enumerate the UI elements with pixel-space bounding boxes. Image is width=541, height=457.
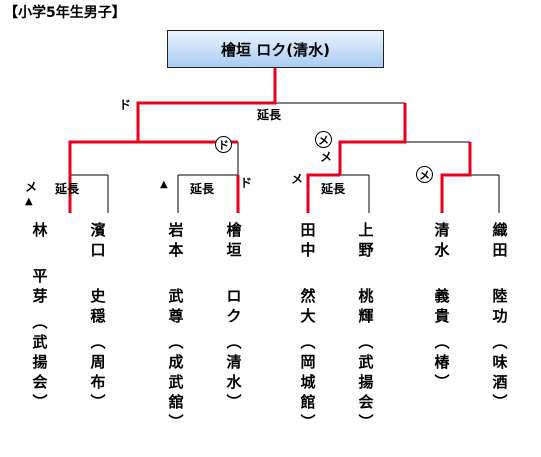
player-surname: 檜 垣 xyxy=(226,221,242,259)
player-surname: 林 xyxy=(32,221,48,239)
player-3: 岩 本 武 尊 ︵ 成 武 舘 ︶ xyxy=(166,220,186,432)
player-team: ︵ 味 酒 ︶ xyxy=(492,333,508,411)
qf1-enchou-label: 延長 xyxy=(55,182,80,196)
player-given-name: 平 芽 xyxy=(32,267,48,305)
player-surname: 清 水 xyxy=(434,221,450,259)
player-2: 濱 口 史 穏 ︵ 周 布 ︶ xyxy=(88,220,108,412)
player-team: ︵ 椿 ︶ xyxy=(434,333,450,391)
player-5: 田 中 然 大 ︵ 岡 城 館 ︶ xyxy=(298,220,318,432)
qf3-me-mark: メ xyxy=(291,172,304,186)
player-surname: 田 中 xyxy=(300,221,316,259)
qf2-enchou-label: 延長 xyxy=(190,182,215,196)
player-team: ︵ 清 水 ︶ xyxy=(226,333,242,411)
player-7: 清 水 義 貴 ︵ 椿 ︶ xyxy=(432,220,452,392)
player-team: ︵ 周 布 ︶ xyxy=(90,333,106,411)
semi-right-me-mark: メ xyxy=(320,150,333,164)
player-4: 檜 垣 ロ ク ︵ 清 水 ︶ xyxy=(224,220,244,412)
bracket-lines xyxy=(70,102,500,213)
player-team: ︵ 武 揚 会 ︶ xyxy=(32,313,48,411)
qf4-me-circle: メ xyxy=(416,166,433,183)
final-left-path xyxy=(136,68,277,142)
bracket-title: 【小学5年生男子】 xyxy=(4,5,126,21)
player-surname: 上 野 xyxy=(358,221,374,259)
player-surname: 濱 口 xyxy=(90,221,106,259)
qf4-winner-path xyxy=(440,142,472,213)
final-enchou-label: 延長 xyxy=(257,108,282,122)
player-given-name: 然 大 xyxy=(300,287,316,325)
final-left-do-mark: ド xyxy=(119,98,132,112)
champion-name: 檜垣 ロク(清水) xyxy=(221,40,330,59)
player-6: 上 野 桃 輝 ︵ 武 揚 会 ︶ xyxy=(356,220,376,432)
winner-path xyxy=(68,68,472,213)
semi-left-do-circle: ド xyxy=(215,136,232,153)
player-surname: 岩 本 xyxy=(168,221,184,259)
player-given-name: ロ ク xyxy=(226,287,242,325)
player-given-name: 史 穏 xyxy=(90,287,106,325)
champion-box: 檜垣 ロク(清水) xyxy=(167,30,384,68)
final-right-path xyxy=(338,103,407,175)
qf1-me-mark: メ xyxy=(25,180,38,194)
qf2-do-mark: ド xyxy=(240,176,253,190)
player-given-name: 陸 功 xyxy=(492,287,508,325)
player-given-name: 武 尊 xyxy=(168,287,184,325)
player-1: 林 平 芽 ︵ 武 揚 会 ︶ xyxy=(30,220,50,412)
player-team: ︵ 成 武 舘 ︶ xyxy=(168,333,184,431)
player-team: ︵ 岡 城 館 ︶ xyxy=(300,333,316,431)
player-surname: 織 田 xyxy=(492,221,508,259)
qf3-winner-path xyxy=(306,173,340,213)
player-given-name: 桃 輝 xyxy=(358,287,374,325)
semi-left-path xyxy=(68,140,238,213)
qf1-triangle-mark: ▲ xyxy=(25,196,33,207)
qf2-triangle-mark: ▲ xyxy=(160,179,168,190)
qf3-enchou-label: 延長 xyxy=(321,182,346,196)
player-team: ︵ 武 揚 会 ︶ xyxy=(358,333,374,431)
player-given-name: 義 貴 xyxy=(434,287,450,325)
player-8: 織 田 陸 功 ︵ 味 酒 ︶ xyxy=(490,220,510,412)
semi-right-me-circle: メ xyxy=(315,131,332,148)
